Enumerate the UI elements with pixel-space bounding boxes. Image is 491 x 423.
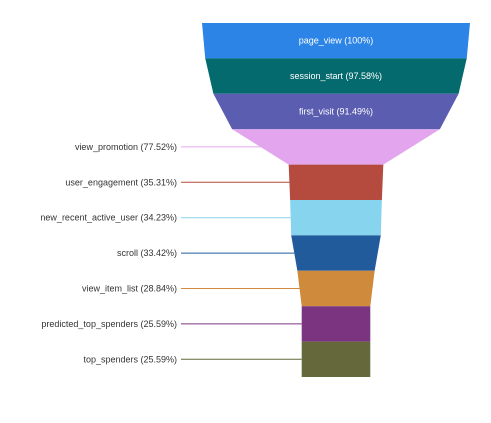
funnel-label-top-spenders: top_spenders (25.59%) bbox=[83, 354, 177, 364]
funnel-label-view-item-list: view_item_list (28.84%) bbox=[82, 284, 177, 294]
funnel-segment-view-promotion bbox=[232, 129, 440, 165]
funnel-label-page-view: page_view (100%) bbox=[299, 36, 374, 46]
funnel-labels: page_view (100%) session_start (97.58%) fi… bbox=[40, 36, 382, 365]
funnel-label-session-start: session_start (97.58%) bbox=[290, 71, 382, 81]
funnel-label-user-engagement: user_engagement (35.31%) bbox=[65, 177, 177, 187]
funnel-segment-user-engagement bbox=[288, 164, 384, 200]
funnel-segment-first-visit bbox=[213, 93, 459, 130]
funnel-leader-lines bbox=[181, 146, 302, 360]
funnel-segment-new-recent-active-user bbox=[290, 200, 382, 236]
funnel-label-new-recent-active-user: new_recent_active_user (34.23%) bbox=[40, 213, 177, 223]
funnel-segment-predicted-top-spenders bbox=[301, 306, 371, 342]
funnel-segment-scroll bbox=[291, 235, 381, 271]
funnel-segment-page-view bbox=[202, 23, 470, 59]
funnel-label-scroll: scroll (33.42%) bbox=[117, 248, 177, 258]
funnel-segment-top-spenders bbox=[301, 341, 371, 377]
funnel-segments bbox=[202, 23, 470, 377]
funnel-label-first-visit: first_visit (91.49%) bbox=[299, 107, 373, 117]
funnel-label-predicted-top-spenders: predicted_top_spenders (25.59%) bbox=[41, 319, 177, 329]
funnel-segment-view-item-list bbox=[297, 270, 375, 307]
funnel-label-view-promotion: view_promotion (77.52%) bbox=[75, 142, 177, 152]
funnel-segment-session-start bbox=[205, 58, 467, 94]
